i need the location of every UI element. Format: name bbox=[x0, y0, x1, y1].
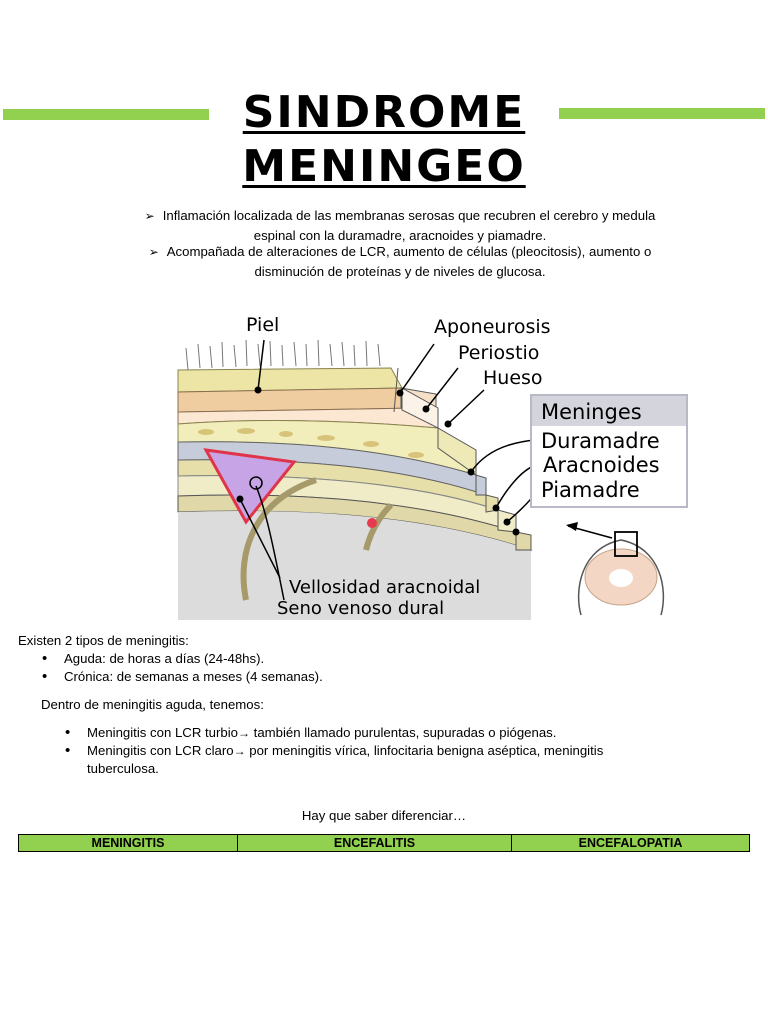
intro-text-1: Inflamación localizada de las membranas … bbox=[162, 208, 656, 243]
intro-bullet-1: ➢ Inflamación localizada de las membranas… bbox=[140, 206, 660, 245]
label-seno: Seno venoso dural bbox=[277, 598, 444, 619]
label-duramadre: Duramadre bbox=[541, 429, 660, 453]
label-meninges: Meninges bbox=[541, 400, 642, 424]
acute-item-rest: también llamado purulentas, supuradas o … bbox=[250, 725, 557, 740]
right-arrow-icon: → bbox=[238, 726, 250, 740]
meninges-legend-header bbox=[532, 396, 686, 426]
acute-list: Meningitis con LCR turbio→ también llama… bbox=[63, 724, 623, 778]
arrowhead-bullet-icon: ➢ bbox=[148, 245, 159, 259]
types-list: Aguda: de horas a días (24-48hs). Crónic… bbox=[40, 650, 440, 686]
arrowhead-bullet-icon: ➢ bbox=[144, 209, 155, 223]
right-green-bar bbox=[559, 108, 765, 119]
list-item: Aguda: de horas a días (24-48hs). bbox=[40, 650, 440, 668]
differential-table: MENINGITIS ENCEFALITIS ENCEFALOPATIA bbox=[18, 834, 750, 852]
head-locator-icon bbox=[566, 522, 665, 616]
right-arrow-icon: → bbox=[233, 744, 246, 758]
intro-bullet-2: ➢ Acompañada de alteraciones de LCR, aume… bbox=[140, 242, 660, 281]
hair bbox=[185, 339, 381, 371]
label-hueso: Hueso bbox=[483, 367, 543, 389]
list-item: Meningitis con LCR claro→ por meningitis… bbox=[63, 742, 623, 778]
list-item: Meningitis con LCR turbio→ también llama… bbox=[63, 724, 623, 742]
types-heading: Existen 2 tipos de meningitis: bbox=[18, 633, 189, 648]
label-periostio: Periostio bbox=[458, 342, 539, 364]
header-encefalitis: ENCEFALITIS bbox=[237, 834, 512, 852]
title-line-2: MENINGEO bbox=[242, 141, 526, 192]
label-aracnoides: Aracnoides bbox=[543, 453, 660, 477]
acute-item-lead: Meningitis con LCR turbio bbox=[87, 725, 238, 740]
differentiate-text: Hay que saber diferenciar… bbox=[301, 808, 467, 823]
header-meningitis: MENINGITIS bbox=[18, 834, 238, 852]
meninges-diagram: Piel Aponeurosis Periostio Hueso Meninge… bbox=[177, 314, 688, 620]
acute-item-rest: por meningitis vírica, linfocitaria beni… bbox=[87, 743, 604, 776]
list-item: Crónica: de semanas a meses (4 semanas). bbox=[40, 668, 440, 686]
label-aponeurosis: Aponeurosis bbox=[434, 316, 551, 338]
label-vellosidad: Vellosidad aracnoidal bbox=[289, 577, 480, 598]
table-row: MENINGITIS ENCEFALITIS ENCEFALOPATIA bbox=[18, 834, 750, 852]
header-encefalopatia: ENCEFALOPATIA bbox=[511, 834, 750, 852]
label-piel: Piel bbox=[246, 314, 279, 336]
acute-item-lead: Meningitis con LCR claro bbox=[87, 743, 234, 758]
title-line-1: SINDROME bbox=[242, 87, 526, 138]
intro-text-2: Acompañada de alteraciones de LCR, aumen… bbox=[166, 244, 652, 279]
label-piamadre: Piamadre bbox=[541, 478, 640, 502]
left-green-bar bbox=[3, 109, 209, 120]
acute-heading: Dentro de meningitis aguda, tenemos: bbox=[41, 697, 264, 712]
